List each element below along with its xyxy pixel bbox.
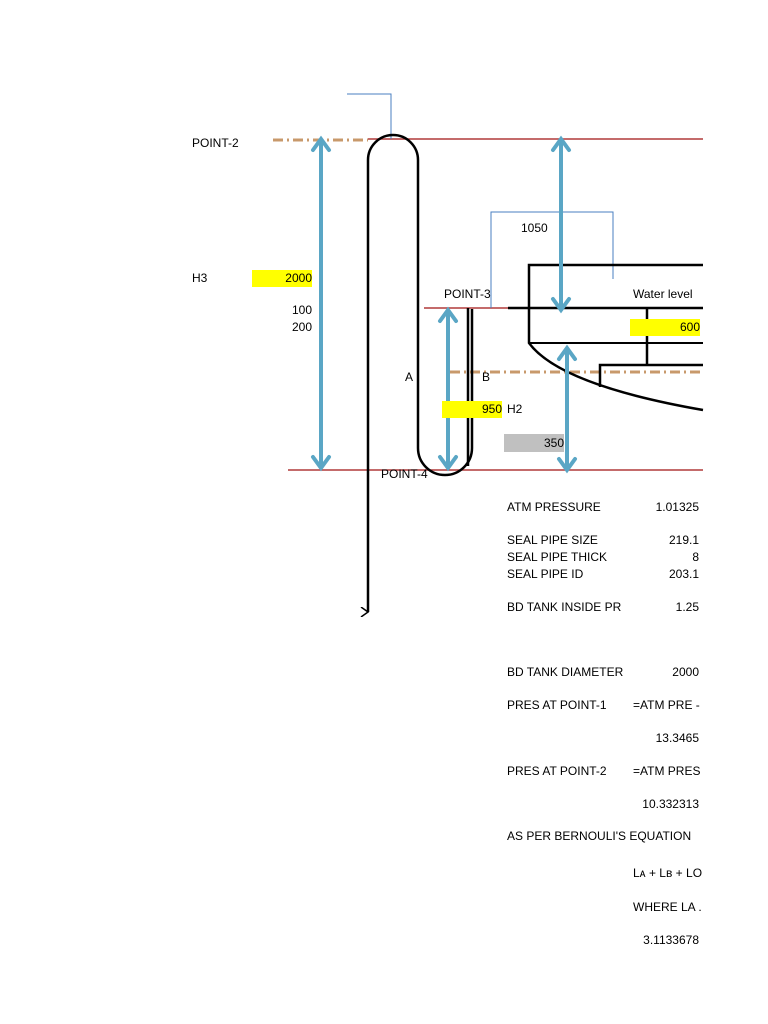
level-value-cell: 600 xyxy=(630,319,700,336)
dim-1050-label: 1050 xyxy=(521,221,548,235)
dim-100-label: 100 xyxy=(291,303,312,317)
bernoulli-value: 3.1133678 xyxy=(643,933,699,947)
bd-tank-inside-pr-value: 1.25 xyxy=(675,600,699,614)
h3-label: H3 xyxy=(192,271,208,285)
seal-pipe-thick-label: SEAL PIPE THICK xyxy=(507,550,608,564)
dimension-arrow-h3 xyxy=(311,135,331,472)
seal-pipe-outer xyxy=(368,133,474,612)
pres-point2-formula: =ATM PRES xyxy=(633,764,701,778)
water-level-label: Water level xyxy=(633,287,693,301)
atm-pressure-label: ATM PRESSURE xyxy=(507,500,601,514)
b-label: B xyxy=(482,370,491,384)
leader-line-1050 xyxy=(490,211,614,308)
bernoulli-where: WHERE LA . xyxy=(633,900,702,914)
dimension-arrow-bottom xyxy=(557,344,577,474)
point2-label: POINT-2 xyxy=(192,136,239,150)
bd-tank-diameter-value: 2000 xyxy=(672,665,699,679)
seal-pipe-id-label: SEAL PIPE ID xyxy=(507,567,584,581)
bernoulli-label: AS PER BERNOULI'S EQUATION xyxy=(507,829,692,843)
pres-point1-value: 13.3465 xyxy=(655,731,699,745)
dimension-arrow-h2 xyxy=(438,306,458,472)
seal-pipe-thick-value: 8 xyxy=(692,550,699,564)
bernoulli-equation: Lᴀ + Lʙ + LO xyxy=(633,866,703,880)
h2-label: H2 xyxy=(507,402,523,416)
atm-pressure-value: 1.01325 xyxy=(655,500,699,514)
a-label: A xyxy=(405,370,414,384)
pres-point2-label: PRES AT POINT-2 xyxy=(507,764,607,778)
point3-label: POINT-3 xyxy=(444,287,491,301)
point4-label: POINT-4 xyxy=(381,467,428,481)
bd-tank-diameter-label: BD TANK DIAMETER xyxy=(507,665,624,679)
seal-pipe-id-value: 203.1 xyxy=(668,567,699,581)
leader-line-top xyxy=(347,93,392,139)
gray-value-cell: 350 xyxy=(504,434,564,452)
tank-step xyxy=(598,363,703,387)
seal-pipe-size-value: 219.1 xyxy=(668,533,699,547)
bd-tank-inside-pr-label: BD TANK INSIDE PR xyxy=(507,600,622,614)
dim-200-label: 200 xyxy=(291,320,312,334)
pres-point1-label: PRES AT POINT-1 xyxy=(507,698,607,712)
pres-point2-value: 10.332313 xyxy=(642,797,699,811)
seal-pipe-size-label: SEAL PIPE SIZE xyxy=(507,533,598,547)
dimension-arrow-top-level xyxy=(551,135,571,314)
h3-value-cell: 2000 xyxy=(252,270,312,287)
h2-value-cell: 950 xyxy=(442,401,502,418)
pres-point1-formula: =ATM PRE - xyxy=(633,698,700,712)
